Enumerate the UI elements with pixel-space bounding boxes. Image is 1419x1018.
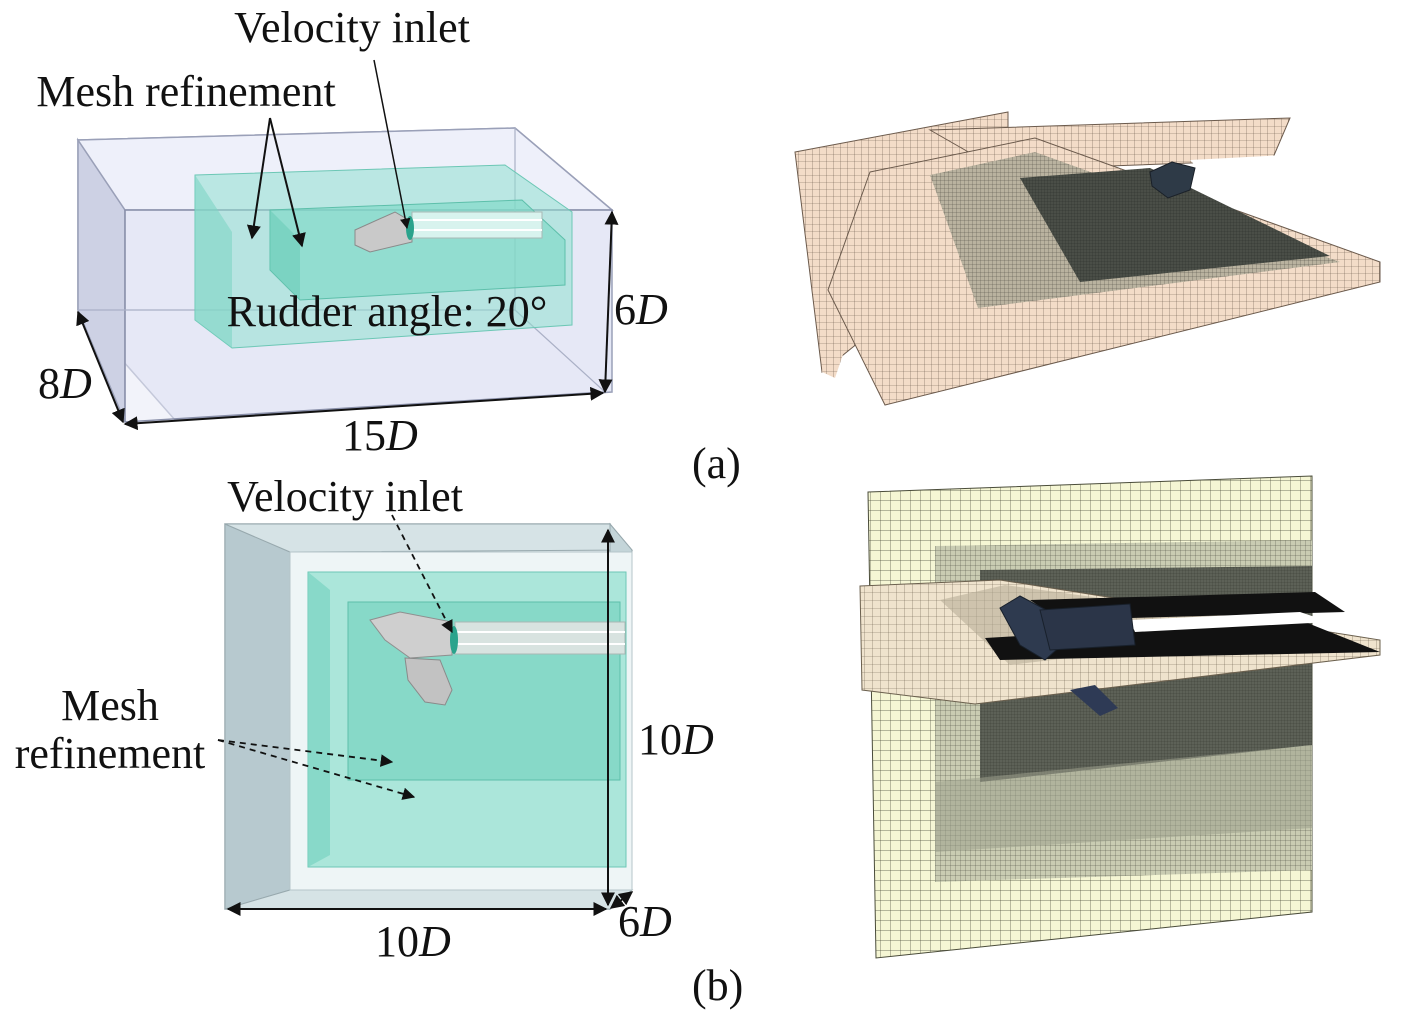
panel-a-depth-label: 8D	[38, 359, 92, 408]
panel-b-caption: (b)	[692, 961, 743, 1010]
panel-b-width-label: 10D	[375, 917, 451, 966]
panel-b-mesh-view	[859, 475, 1381, 959]
panel-a-caption: (a)	[692, 439, 741, 488]
panel-b-mesh-label: Mesh	[61, 681, 159, 730]
panel-a-height-dim-line	[598, 210, 619, 394]
panel-b-height-label: 10D	[638, 715, 714, 764]
panel-a-length-label: 15D	[342, 411, 418, 460]
panel-a-mesh-view	[794, 111, 1381, 406]
panel-b-velocity-inlet-label: Velocity inlet	[227, 472, 463, 521]
panel-a-rudder-angle-label: Rudder angle: 20°	[227, 287, 548, 336]
panel-a-inlet-leader	[373, 59, 411, 230]
panel-b-refine-leader-2	[217, 739, 416, 800]
panel-b-refine-leader-1	[217, 739, 394, 767]
panel-a-refine-leader-1	[246, 117, 271, 240]
panel-b-depth-dim-line	[609, 891, 634, 909]
panel-a-length-dim-line	[123, 386, 605, 431]
panel-b-refinement-label: refinement	[15, 729, 206, 778]
panel-b-depth-label: 6D	[618, 897, 672, 946]
panel-a-height-label: 6D	[614, 285, 668, 334]
panel-a-mesh-refinement-label: Mesh refinement	[36, 67, 335, 116]
panel-a-thruster-model	[354, 211, 543, 253]
panel-a-velocity-inlet-label: Velocity inlet	[234, 3, 470, 52]
panel-b-thruster-model	[369, 611, 626, 706]
panel-a-depth-dim-line	[76, 310, 125, 424]
panel-a-refine-leader-2	[269, 117, 306, 248]
